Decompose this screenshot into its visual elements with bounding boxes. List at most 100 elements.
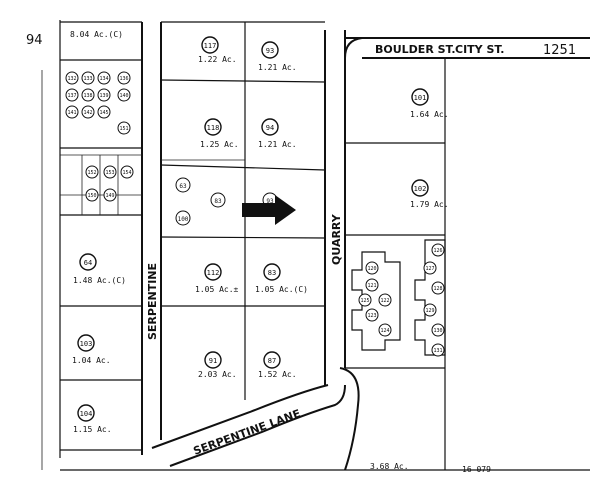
area-note-bottom: 3.68 Ac. bbox=[370, 462, 409, 471]
parcel-94[interactable]: 94 1.21 Ac. bbox=[258, 118, 297, 149]
svg-text:64: 64 bbox=[84, 259, 92, 267]
small-parcel[interactable]: 139 bbox=[97, 88, 111, 102]
small-parcel[interactable]: 149 bbox=[103, 188, 117, 202]
svg-text:63: 63 bbox=[179, 183, 187, 190]
svg-text:120: 120 bbox=[367, 266, 376, 272]
small-parcel[interactable]: 141 bbox=[65, 105, 79, 119]
condo-unit[interactable]: 131 bbox=[431, 343, 445, 357]
svg-text:1.15 Ac.: 1.15 Ac. bbox=[73, 425, 112, 434]
parcel-101[interactable]: 101 1.64 Ac. bbox=[410, 88, 449, 119]
area-note-top-left: 8.04 Ac.(C) bbox=[70, 30, 123, 39]
condo-unit[interactable]: 126 bbox=[431, 243, 445, 257]
parcel-boundaries bbox=[59, 20, 590, 471]
small-parcel[interactable]: 154 bbox=[120, 165, 134, 179]
small-parcel[interactable]: 133 bbox=[81, 71, 95, 85]
svg-text:93: 93 bbox=[266, 47, 274, 55]
small-parcel[interactable]: 134 bbox=[97, 71, 111, 85]
svg-text:153: 153 bbox=[105, 170, 114, 176]
parcel-102[interactable]: 102 1.79 Ac. bbox=[410, 179, 449, 209]
svg-text:91: 91 bbox=[209, 357, 217, 365]
svg-text:154: 154 bbox=[122, 170, 131, 176]
svg-text:1.22 Ac.: 1.22 Ac. bbox=[198, 55, 237, 64]
small-parcel[interactable]: 138 bbox=[81, 88, 95, 102]
small-parcel[interactable]: 137 bbox=[65, 88, 79, 102]
svg-text:140: 140 bbox=[119, 93, 128, 99]
street-label-city: CITY ST. bbox=[455, 43, 504, 56]
condo-unit[interactable]: 120 bbox=[365, 261, 379, 275]
svg-text:117: 117 bbox=[204, 42, 217, 50]
svg-text:123: 123 bbox=[367, 313, 376, 319]
condo-unit[interactable]: 122 bbox=[378, 293, 392, 307]
svg-text:112: 112 bbox=[207, 269, 220, 277]
svg-text:133: 133 bbox=[83, 76, 92, 82]
condo-unit[interactable]: 128 bbox=[431, 281, 445, 295]
condo-unit[interactable]: 130 bbox=[431, 323, 445, 337]
svg-text:2.03 Ac.: 2.03 Ac. bbox=[198, 370, 237, 379]
svg-text:126: 126 bbox=[433, 248, 442, 254]
small-parcel[interactable]: 150 bbox=[85, 188, 99, 202]
parcel-117[interactable]: 117 1.22 Ac. bbox=[198, 36, 237, 64]
svg-text:137: 137 bbox=[67, 93, 76, 99]
small-parcel[interactable]: 142 bbox=[81, 105, 95, 119]
condo-cluster: 120 121 122 123 124 125 126 127 128 129 … bbox=[351, 239, 446, 357]
svg-text:129: 129 bbox=[425, 308, 434, 314]
condo-unit[interactable]: 129 bbox=[423, 303, 437, 317]
small-parcel[interactable]: 151 bbox=[117, 121, 131, 135]
svg-text:136: 136 bbox=[119, 76, 128, 82]
parcel-93[interactable]: 93 1.21 Ac. bbox=[258, 41, 297, 72]
svg-text:139: 139 bbox=[99, 93, 108, 99]
parcel-63[interactable]: 63 bbox=[175, 177, 191, 193]
small-parcel[interactable]: 136 bbox=[117, 71, 131, 85]
svg-text:100: 100 bbox=[178, 216, 189, 223]
svg-text:127: 127 bbox=[425, 266, 434, 272]
svg-text:145: 145 bbox=[99, 110, 108, 116]
svg-text:1.52 Ac.: 1.52 Ac. bbox=[258, 370, 297, 379]
small-parcel[interactable]: 145 bbox=[97, 105, 111, 119]
parcel-103[interactable]: 103 1.04 Ac. bbox=[72, 334, 111, 365]
small-parcel-group: 132 133 134 136 137 138 139 140 141 142 … bbox=[65, 71, 134, 202]
svg-text:121: 121 bbox=[367, 283, 376, 289]
condo-unit[interactable]: 123 bbox=[365, 308, 379, 322]
svg-text:93: 93 bbox=[266, 198, 274, 205]
condo-unit[interactable]: 124 bbox=[378, 323, 392, 337]
parcel-83[interactable]: 83 bbox=[210, 192, 226, 208]
svg-text:1.79 Ac.: 1.79 Ac. bbox=[410, 200, 449, 209]
parcel-104[interactable]: 104 1.15 Ac. bbox=[73, 404, 112, 434]
street-outlines bbox=[141, 22, 590, 471]
svg-text:138: 138 bbox=[83, 93, 92, 99]
parcel-118[interactable]: 118 1.25 Ac. bbox=[200, 118, 239, 149]
condo-unit[interactable]: 121 bbox=[365, 278, 379, 292]
svg-text:104: 104 bbox=[80, 410, 93, 418]
small-parcel[interactable]: 152 bbox=[85, 165, 99, 179]
svg-text:128: 128 bbox=[433, 286, 442, 292]
svg-text:124: 124 bbox=[380, 328, 389, 334]
map-code: 16-079 bbox=[462, 465, 491, 474]
svg-text:102: 102 bbox=[414, 185, 427, 193]
small-parcel[interactable]: 153 bbox=[103, 165, 117, 179]
svg-text:101: 101 bbox=[414, 94, 427, 102]
svg-text:151: 151 bbox=[119, 126, 128, 132]
condo-unit[interactable]: 125 bbox=[358, 293, 372, 307]
parcel-83-c[interactable]: 83 1.05 Ac.(C) bbox=[255, 263, 308, 294]
svg-text:1.21 Ac.: 1.21 Ac. bbox=[258, 63, 297, 72]
parcel-87[interactable]: 87 1.52 Ac. bbox=[258, 351, 297, 379]
parcel-112[interactable]: 112 1.05 Ac.± bbox=[195, 263, 239, 294]
svg-text:134: 134 bbox=[99, 76, 108, 82]
svg-text:83: 83 bbox=[214, 198, 222, 205]
parcel-100[interactable]: 100 bbox=[175, 210, 191, 226]
parcel-64[interactable]: 64 1.48 Ac.(C) bbox=[73, 253, 126, 285]
small-parcel[interactable]: 140 bbox=[117, 88, 131, 102]
svg-text:103: 103 bbox=[80, 340, 93, 348]
svg-text:142: 142 bbox=[83, 110, 92, 116]
street-label-boulder: BOULDER ST. bbox=[375, 43, 456, 56]
svg-text:132: 132 bbox=[67, 76, 76, 82]
svg-text:1.48 Ac.(C): 1.48 Ac.(C) bbox=[73, 276, 126, 285]
svg-text:125: 125 bbox=[360, 298, 369, 304]
condo-unit[interactable]: 127 bbox=[423, 261, 437, 275]
parcel-91[interactable]: 91 2.03 Ac. bbox=[198, 351, 237, 379]
svg-text:87: 87 bbox=[268, 357, 276, 365]
svg-text:122: 122 bbox=[380, 298, 389, 304]
small-parcel[interactable]: 132 bbox=[65, 71, 79, 85]
street-label-serpentine: SERPENTINE bbox=[146, 263, 159, 340]
